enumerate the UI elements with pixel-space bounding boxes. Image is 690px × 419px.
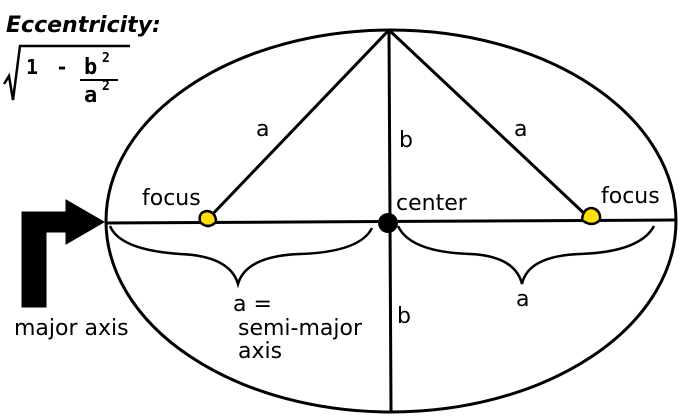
right-focus-point [580,206,602,226]
major-axis-arrow-icon [21,199,105,308]
formula-exponent-den: 2 [102,79,110,94]
right-focal-line [387,28,591,220]
formula-title: Eccentricity: [6,13,161,38]
label-a-right: a [514,117,527,142]
formula-one: 1 [26,55,38,79]
label-b-bottom: b [397,304,411,329]
left-focal-line [205,28,391,222]
formula-denominator: a [84,83,97,108]
label-b-top: b [399,128,413,153]
label-focus-left: focus [142,186,201,211]
radical-sign [2,44,130,101]
center-point [378,213,398,233]
right-brace [396,225,656,285]
label-a-left: a [256,117,269,142]
left-focus-point [198,209,218,228]
left-brace [108,225,374,289]
label-a-equals: a = [233,292,272,317]
formula-numerator: b [84,55,97,80]
formula-minus: - [56,55,68,79]
label-major-axis: major axis [14,316,129,341]
label-axis: axis [238,339,282,364]
label-a-brace-right: a [516,287,529,312]
label-focus-right: focus [601,184,660,209]
label-center: center [396,191,468,216]
label-semi-major: semi-major [238,316,363,341]
formula-exponent-num: 2 [102,51,110,66]
